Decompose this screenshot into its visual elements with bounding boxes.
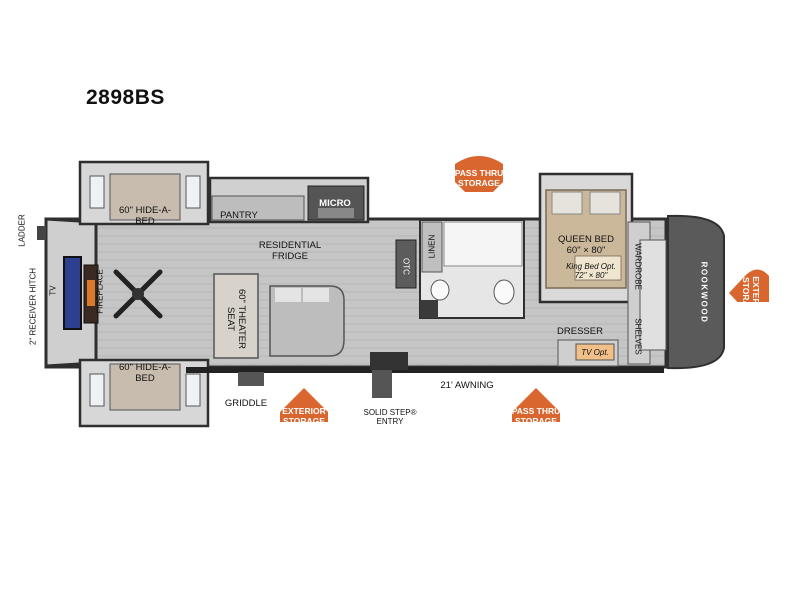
badge-text: EXTERIOR STORAGE: [282, 406, 326, 426]
receiver-hitch-label: 2" RECEIVER HITCH: [28, 267, 38, 346]
king-bed-label: King Bed Opt. 72" × 80": [566, 262, 616, 280]
model-name: 2898BS: [86, 86, 165, 109]
otc-cabinet: [395, 239, 417, 289]
pass-thru-storage-bottom-badge: PASS THRU STORAGE: [504, 382, 568, 426]
badge-text: PASS THRU STORAGE: [511, 406, 561, 426]
tv-label: TV: [48, 285, 58, 296]
tv-screen: [63, 256, 82, 330]
dinette-sofa: [269, 285, 345, 357]
badge-text: PASS THRU STORAGE: [454, 168, 504, 188]
exterior-storage-right-badge: EXTERIOR STORAGE: [725, 262, 785, 324]
griddle-label: GRIDDLE: [224, 398, 268, 409]
brand-logo: ROOKWOOD: [699, 261, 709, 324]
otc-label: OTC: [401, 258, 411, 275]
exterior-storage-bottom-badge: EXTERIOR STORAGE: [272, 382, 336, 426]
ladder-label: LADDER: [17, 214, 27, 247]
fireplace-label: FIREPLACE: [95, 269, 105, 314]
micro-label: MICRO: [319, 198, 351, 209]
toilet-icon: [430, 279, 450, 301]
theater-seat: [213, 273, 259, 359]
pass-thru-storage-top-badge: PASS THRU STORAGE: [447, 152, 511, 192]
residential-fridge-label: RESIDENTIAL FRIDGE: [258, 240, 322, 262]
hide-a-bed-top-label: 60" HIDE-A- BED: [119, 205, 171, 227]
tv-opt-label: TV Opt.: [581, 348, 609, 357]
shelves-label: SHELVES: [633, 318, 643, 355]
front-cap: [667, 214, 725, 370]
badge-text: EXTERIOR STORAGE: [741, 276, 761, 320]
griddle: [238, 372, 264, 386]
hide-a-bed-bottom-label: 60" HIDE-A- BED: [119, 362, 171, 384]
entry-step: [370, 352, 408, 370]
solid-step-label: SOLID STEP® ENTRY: [363, 408, 417, 426]
dresser-label: DRESSER: [557, 326, 603, 337]
sink-icon: [493, 279, 515, 305]
ladder-mark: [37, 226, 46, 240]
linen-label: LINEN: [427, 234, 437, 259]
theater-seat-label: 60" THEATER SEAT: [225, 288, 247, 350]
pantry-label: PANTRY: [220, 210, 258, 221]
linen-cabinet: [421, 221, 443, 273]
queen-bed-label: QUEEN BED 60" × 80": [558, 234, 614, 256]
awning-label: 21' AWNING: [440, 380, 494, 391]
shower: [443, 221, 523, 267]
wardrobe-label: WARDROBE: [633, 243, 643, 290]
